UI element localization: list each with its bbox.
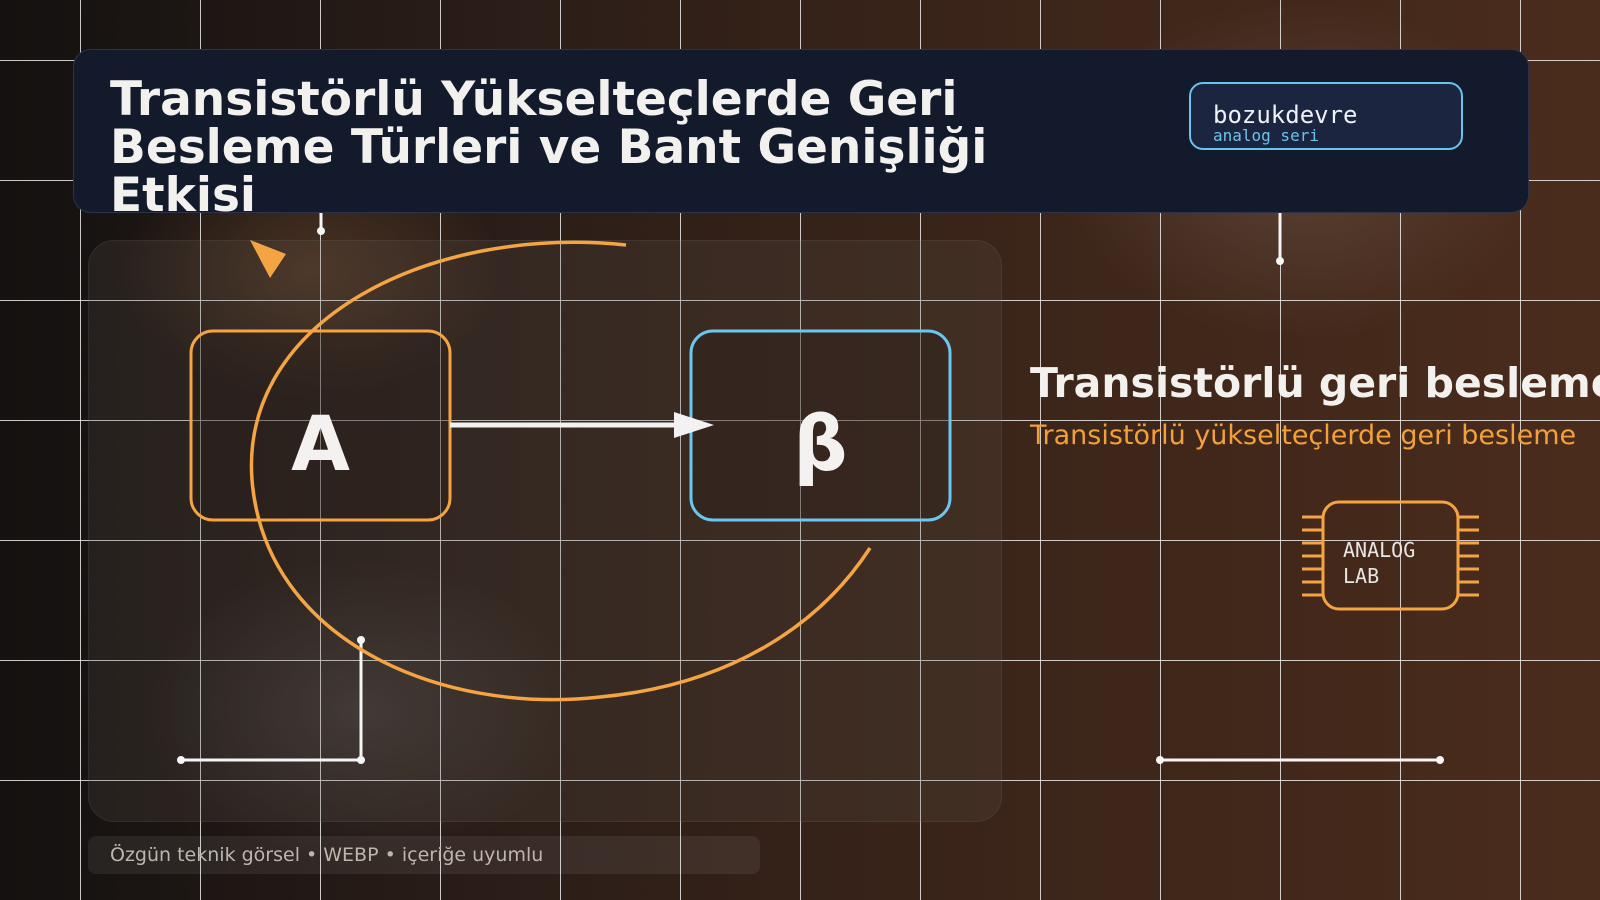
wire-node (177, 756, 185, 764)
feedback-loop-arc (249, 240, 872, 702)
brand-subtitle: analog seri (1213, 126, 1319, 145)
wire-node (357, 756, 365, 764)
chip-icon (1302, 500, 1479, 611)
signal-arrowhead (674, 412, 714, 438)
wire-node (1276, 257, 1284, 265)
side-heading: Transistörlü geri besleme (1030, 359, 1600, 407)
wire-node (357, 636, 365, 644)
chip-label-line1: ANALOG (1343, 538, 1416, 562)
chip-label-line2: LAB (1343, 564, 1380, 588)
wire (181, 640, 363, 762)
side-subheading: Transistörlü yükselteçlerde geri besleme (1030, 420, 1577, 451)
feedback-arrowhead (250, 240, 286, 278)
footer-caption-bar: Özgün teknik görsel • WEBP • içeriğe uyu… (88, 836, 760, 874)
footer-caption: Özgün teknik görsel • WEBP • içeriğe uyu… (110, 844, 544, 866)
chip-label: ANALOG LAB (1343, 537, 1415, 589)
wire-node (317, 227, 325, 235)
brand-badge[interactable]: bozukdevre analog seri (1189, 82, 1463, 150)
wire-node (1436, 756, 1444, 764)
feedback-label: β (793, 399, 848, 488)
amplifier-label: A (291, 399, 350, 488)
diagram-panel (88, 240, 1002, 822)
brand-name: bozukdevre (1213, 101, 1358, 129)
wire-node (1156, 756, 1164, 764)
page-title: Transistörlü Yükselteçlerde Geri Besleme… (110, 72, 988, 223)
